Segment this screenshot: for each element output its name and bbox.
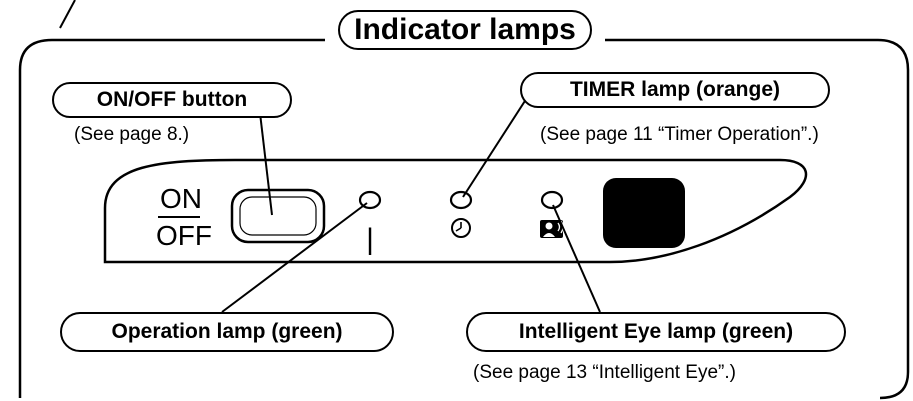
leader-lines [221,89,601,313]
timer-callout-label: TIMER lamp (orange) [569,78,780,101]
onoff-callout-label: ON/OFF button [96,88,248,111]
eye-callout: Intelligent Eye lamp (green) [466,312,846,352]
eye-callout-label: Intelligent Eye lamp (green) [518,320,794,343]
off-label: OFF [156,220,212,251]
onoff-callout: ON/OFF button [52,82,292,118]
timer-lamp [449,190,473,210]
corner-line [59,0,76,29]
timer-callout: TIMER lamp (orange) [520,72,830,108]
on-label: ON [160,183,202,214]
intelligent-eye-icon [540,220,564,238]
timer-clock-icon [451,218,471,238]
operation-callout: Operation lamp (green) [60,312,394,352]
onoff-button[interactable] [230,188,326,244]
title-text: Indicator lamps [354,13,576,46]
eye-caption: (See page 13 “Intelligent Eye”.) [473,362,736,383]
onoff-caption: (See page 8.) [74,124,190,145]
eye-lamp [540,190,564,210]
operation-callout-label: Operation lamp (green) [111,320,343,343]
operation-symbol: | [366,223,374,256]
outer-frame [18,38,910,400]
title-badge: Indicator lamps [338,10,592,50]
onoff-button-inner [239,196,317,236]
sensor-window [603,178,685,248]
timer-caption: (See page 11 “Timer Operation”.) [540,124,819,145]
